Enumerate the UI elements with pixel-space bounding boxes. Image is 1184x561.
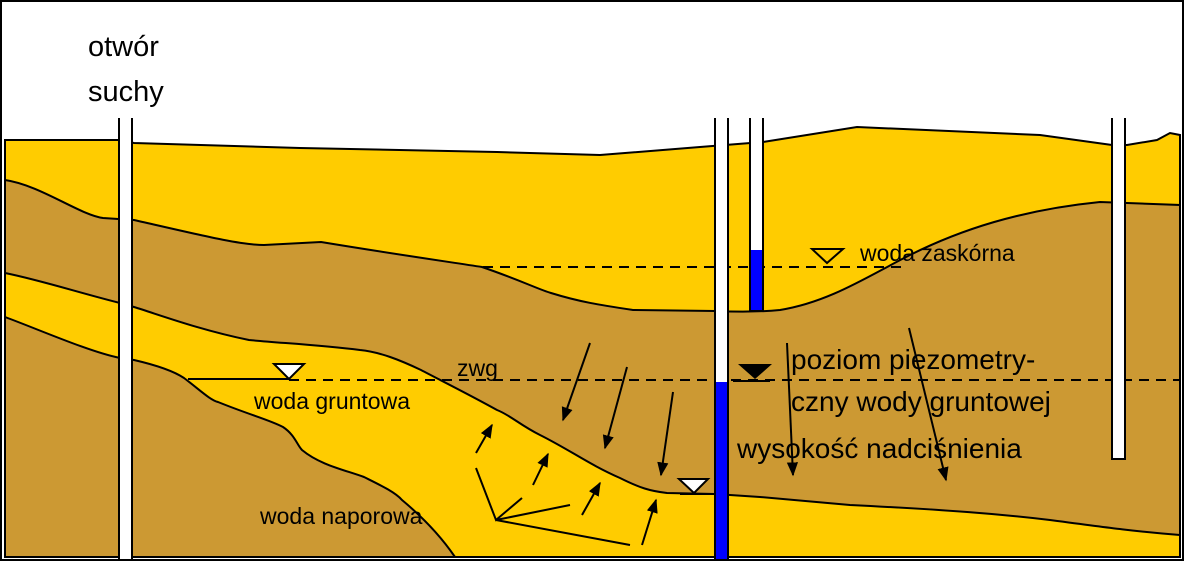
dry-well-label-1: otwór [88, 31, 159, 63]
piezometric-label-1: poziom piezometry- [791, 344, 1035, 375]
artesian-head-label: wysokość nadciśnienia [736, 433, 1022, 464]
arrow-up [532, 452, 549, 486]
confined-water-level-icon [676, 478, 711, 495]
impermeable-layer-lower-left [4, 315, 457, 558]
water-table-label: zwg [457, 355, 498, 381]
arrow-down [602, 366, 628, 450]
well-top-mask [709, 110, 769, 118]
arrow-down [657, 391, 674, 477]
dry-well-label-2: suchy [88, 76, 164, 108]
arrow-down [786, 342, 799, 477]
flow-arrows [475, 327, 949, 546]
well-top-mask [113, 110, 138, 118]
well-top-mask [1106, 110, 1131, 118]
arrow-down [561, 342, 591, 422]
confined-water-label: woda naporowa [259, 503, 423, 529]
piezometric-level-icon [738, 364, 772, 379]
groundwater-level-icon [271, 363, 307, 381]
right-well [1111, 116, 1126, 460]
arrow-down [908, 327, 949, 482]
perched-well-water [751, 250, 762, 310]
perched-water-label: woda zaskórna [859, 240, 1015, 266]
arrow-up [641, 498, 658, 546]
dry-well [118, 116, 133, 561]
piezometric-label-2: czny wody gruntowej [791, 386, 1051, 417]
arrow-up [475, 423, 493, 454]
perched-water-level-icon [809, 248, 846, 265]
label-pointer [495, 504, 631, 546]
groundwater-label: woda gruntowa [253, 388, 410, 414]
arrow-up [581, 481, 601, 516]
piezometer-water-column [716, 382, 727, 561]
impermeable-layer-upper [4, 178, 1181, 537]
